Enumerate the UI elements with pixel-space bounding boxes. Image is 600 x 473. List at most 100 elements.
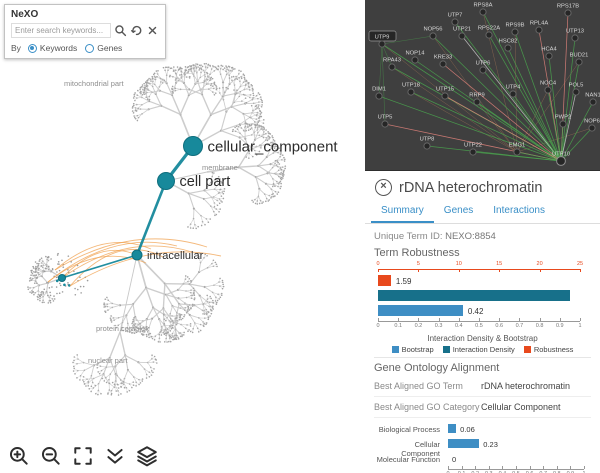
alignment-tick: 0.4 — [495, 471, 509, 473]
gene-label-HSC82[interactable]: HSC82 — [499, 39, 518, 45]
search-by-genes[interactable]: Genes — [85, 43, 122, 53]
gene-node-UTP5[interactable] — [381, 120, 389, 128]
gene-label-UTP10[interactable]: UTP10 — [552, 152, 570, 158]
gene-label-KRE33[interactable]: KRE33 — [434, 55, 452, 61]
gene-label-EMG1[interactable]: EMG1 — [509, 143, 525, 149]
gene-node-UTP10[interactable] — [556, 156, 566, 166]
gene-label-NOP6[interactable]: NOP6 — [584, 119, 600, 125]
tree-node-cluster-hub[interactable] — [58, 274, 66, 282]
gene-label-UTP4[interactable]: UTP4 — [506, 85, 522, 91]
interaction-edge — [516, 151, 562, 162]
gene-node-RPS8A[interactable] — [479, 8, 487, 16]
gene-node-EMG1[interactable] — [513, 148, 521, 156]
gene-node-HCA4[interactable] — [545, 52, 553, 60]
gene-node-RPS17B[interactable] — [564, 9, 572, 17]
search-icon[interactable] — [114, 24, 127, 37]
gene-node-PWP2[interactable] — [559, 120, 567, 128]
gene-node-UTP8[interactable] — [423, 142, 431, 150]
gene-node-KRE33[interactable] — [439, 60, 447, 68]
radio-icon[interactable] — [27, 43, 37, 53]
gene-label-RRP9[interactable]: RRP9 — [469, 93, 484, 99]
gene-node-RPS22A[interactable] — [485, 31, 493, 39]
bottom-axis-tick: 0.2 — [414, 323, 423, 329]
gene-node-UTP7[interactable] — [451, 18, 459, 26]
gene-label-NOP14[interactable]: NOP14 — [405, 51, 425, 57]
gene-label-NOP56[interactable]: NOP56 — [423, 27, 442, 33]
clear-icon[interactable] — [146, 24, 159, 37]
gene-label-RPA43[interactable]: RPA43 — [383, 58, 401, 64]
gene-label-UTP22[interactable]: UTP22 — [464, 143, 482, 149]
gene-node-DIM1[interactable] — [375, 92, 383, 100]
bottom-axis-tickmark — [418, 318, 420, 321]
gene-node-UTP13[interactable] — [571, 34, 579, 42]
interaction-edge — [378, 95, 562, 162]
gene-node-NOP56[interactable] — [429, 32, 437, 40]
gene-node-RPS9B[interactable] — [511, 28, 519, 36]
zoom-out-button[interactable] — [40, 445, 62, 467]
search-by-keywords[interactable]: Keywords — [27, 43, 77, 53]
gene-node-UTP9[interactable] — [378, 40, 386, 48]
tree-node-intracellular[interactable] — [131, 249, 143, 261]
radio-icon[interactable] — [85, 43, 95, 53]
gene-label-RPL4A[interactable]: RPL4A — [530, 21, 549, 27]
tab-genes[interactable]: Genes — [443, 205, 474, 216]
gene-label-NOC4[interactable]: NOC4 — [540, 81, 557, 87]
gene-node-UTP6[interactable] — [479, 66, 487, 74]
top-axis-tickmark — [458, 269, 460, 272]
fit-content-button[interactable] — [72, 445, 94, 467]
gene-label-UTP5[interactable]: UTP5 — [378, 115, 393, 121]
interaction-edge — [560, 61, 580, 162]
gene-label-RPS8A[interactable]: RPS8A — [473, 3, 492, 9]
gene-label-POL5[interactable]: POL5 — [569, 83, 584, 89]
gene-label-RPS9B[interactable]: RPS9B — [505, 23, 524, 29]
gene-node-UTP22[interactable] — [469, 148, 477, 156]
gene-label-UTP21[interactable]: UTP21 — [453, 27, 471, 33]
gene-node-UTP4[interactable] — [509, 90, 517, 98]
gene-label-UTP18[interactable]: UTP18 — [402, 83, 420, 89]
gene-node-RRP9[interactable] — [473, 98, 481, 106]
gene-label-DIM1[interactable]: DIM1 — [372, 87, 386, 93]
tree-node-cellular-component[interactable] — [183, 136, 203, 156]
gene-node-RPA43[interactable] — [388, 63, 396, 71]
tab-interactions[interactable]: Interactions — [493, 205, 545, 216]
gene-label-UTP8[interactable]: UTP8 — [420, 137, 435, 143]
gene-node-NAN1[interactable] — [589, 98, 597, 106]
reset-icon[interactable] — [130, 24, 143, 37]
zoom-in-button[interactable] — [8, 445, 30, 467]
gene-node-UTP18[interactable] — [407, 88, 415, 96]
gene-label-PWP2[interactable]: PWP2 — [555, 115, 571, 121]
gene-label-UTP9[interactable]: UTP9 — [375, 35, 390, 41]
gene-node-BUD21[interactable] — [575, 58, 583, 66]
gene-label-UTP7[interactable]: UTP7 — [448, 13, 463, 19]
tab-summary[interactable]: Summary — [371, 200, 434, 223]
search-input[interactable] — [11, 23, 111, 38]
collapse-levels-button[interactable] — [104, 445, 126, 467]
unique-term-id: Unique Term ID: NEXO:8854 — [374, 231, 496, 242]
gene-node-NOC4[interactable] — [544, 86, 552, 94]
gene-node-HSC82[interactable] — [504, 44, 512, 52]
tree-node-cell-part[interactable] — [157, 172, 175, 190]
bottom-axis-tick: 0.4 — [454, 323, 463, 329]
gene-node-NOP14[interactable] — [411, 56, 419, 64]
gene-label-RPS22A[interactable]: RPS22A — [478, 26, 500, 32]
gene-label-BUD21[interactable]: BUD21 — [570, 53, 589, 59]
gene-label-RPS17B[interactable]: RPS17B — [557, 4, 579, 10]
gene-node-UTP21[interactable] — [458, 32, 466, 40]
gene-node-RPL4A[interactable] — [535, 26, 543, 34]
gene-label-UTP6[interactable]: UTP6 — [476, 61, 491, 67]
gene-node-POL5[interactable] — [572, 88, 580, 96]
gene-node-UTP15[interactable] — [441, 92, 449, 100]
gene-node-NOP6[interactable] — [588, 124, 596, 132]
gene-label-HCA4[interactable]: HCA4 — [541, 47, 557, 53]
gene-label-UTP13[interactable]: UTP13 — [566, 29, 584, 35]
bottom-axis-tick: 0.6 — [495, 323, 504, 329]
layers-button[interactable] — [136, 445, 158, 467]
gene-label-NAN1[interactable]: NAN1 — [585, 93, 600, 99]
close-icon[interactable]: × — [375, 179, 392, 196]
gene-label-UTP15[interactable]: UTP15 — [436, 87, 454, 93]
alignment-tick: 0.8 — [550, 471, 564, 473]
